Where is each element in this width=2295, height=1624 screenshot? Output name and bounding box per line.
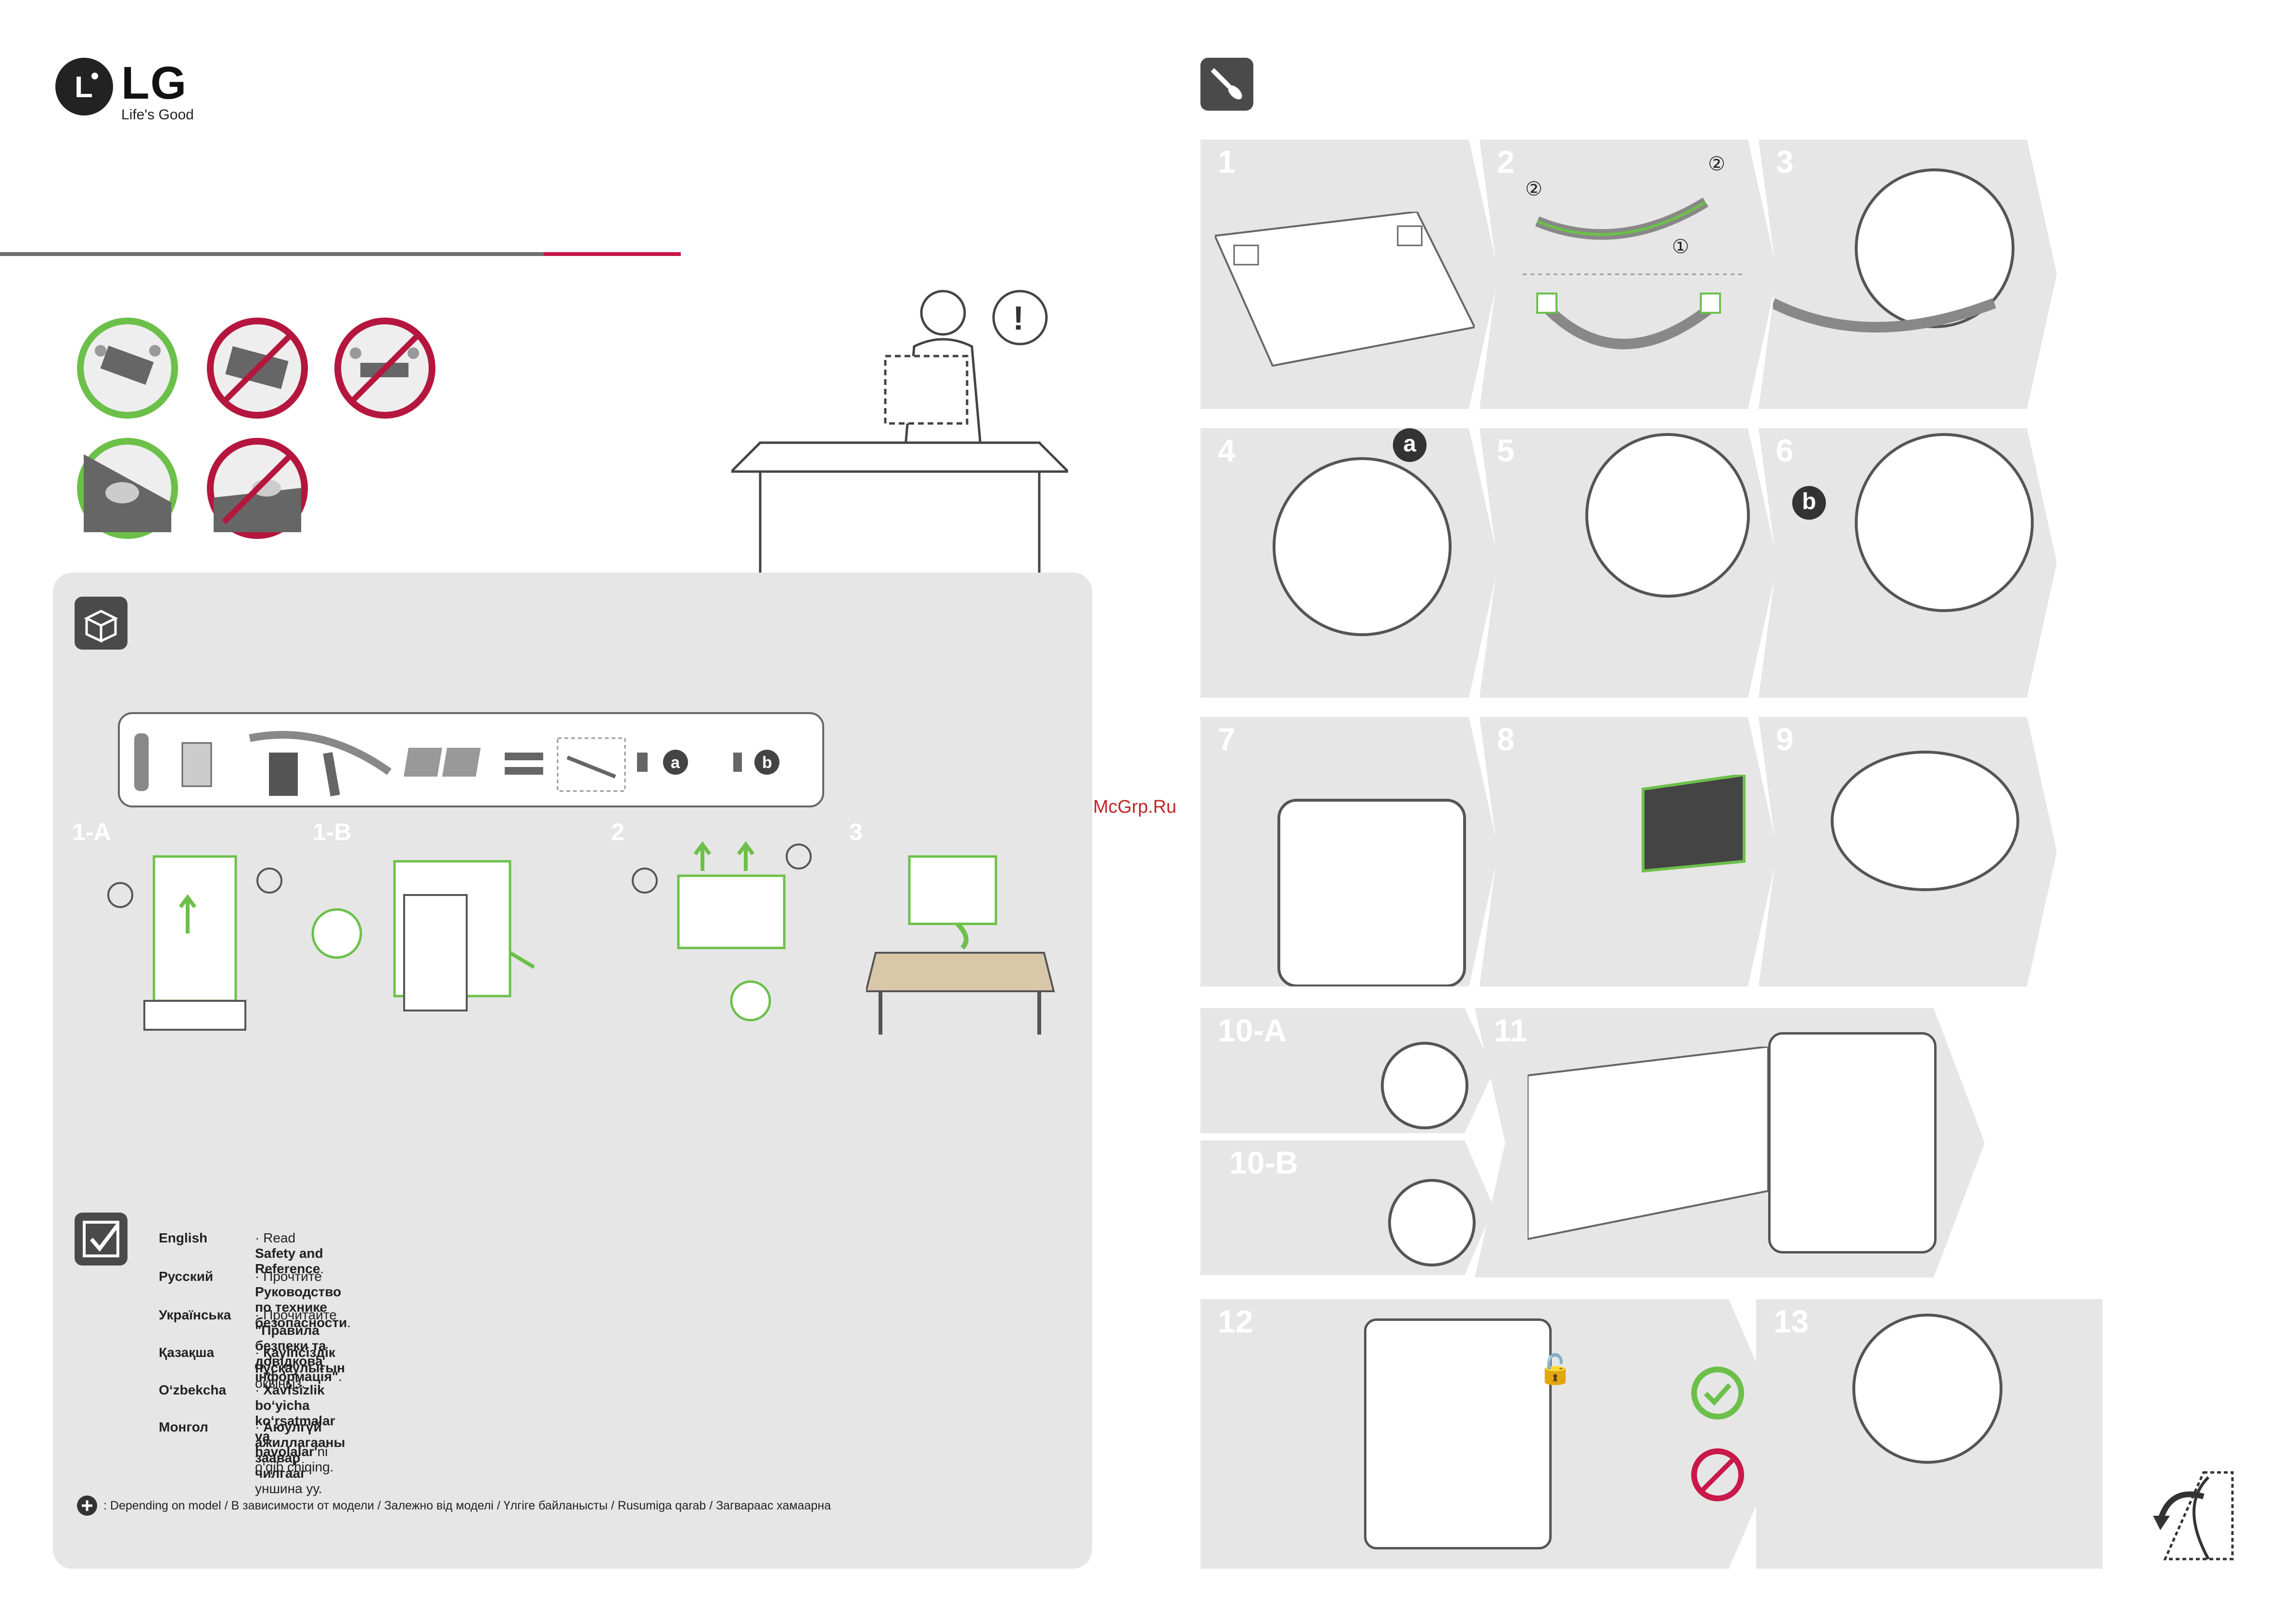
handling-wrong-carry-horizontal xyxy=(334,318,435,419)
checklist-icon xyxy=(75,1213,128,1266)
assembly-step-12: 12 🔓 xyxy=(1200,1299,1787,1569)
step2-callout-bottom: ① xyxy=(1672,236,1689,257)
package-icon xyxy=(75,597,128,650)
page-turn-icon xyxy=(2151,1468,2237,1566)
assembly-step-7: 7 xyxy=(1200,717,1499,986)
assembly-step-3: 3 xyxy=(1759,140,2057,409)
unbox-illustration-2 xyxy=(625,837,828,1042)
step6-badge-b: b xyxy=(1792,486,1826,520)
assembly-step-2: 2 ② ② ① xyxy=(1479,140,1778,409)
handling-correct-grip xyxy=(77,438,178,539)
header-rule-accent xyxy=(544,252,681,256)
assembly-step-6: 6 b xyxy=(1759,428,2057,698)
assembly-step-10a: 10-A xyxy=(1200,1008,1494,1133)
assembly-step-13: 13 xyxy=(1756,1299,2103,1569)
prohibited-icon xyxy=(1691,1448,1744,1501)
unbox-illustration-3 xyxy=(865,837,1068,1042)
assembly-step-4: 4 a xyxy=(1200,428,1499,698)
unbox-illustration-1a xyxy=(96,837,298,1042)
unbox-illustration-1b xyxy=(308,837,577,1042)
unbox-step-2: 2 xyxy=(611,818,625,845)
handling-wrong-press-screen xyxy=(207,438,308,539)
parts-badge-a: a xyxy=(671,754,680,772)
step4-badge-a: a xyxy=(1393,428,1427,462)
assembly-step-1: 1 xyxy=(1200,140,1499,409)
lg-logo-icon: L xyxy=(55,58,113,115)
correct-check-icon xyxy=(1691,1367,1744,1419)
exclamation-icon: ! xyxy=(1013,299,1024,337)
model-footnote: : Depending on model / В зависимости от … xyxy=(103,1499,831,1512)
brand-tagline: Life's Good xyxy=(121,107,194,123)
assembly-step-8: 8 xyxy=(1479,717,1778,986)
unbox-step-1a: 1-A xyxy=(72,818,111,845)
watermark: McGrp.Ru xyxy=(1093,797,1177,817)
parts-list: a b xyxy=(118,712,824,807)
unbox-step-3: 3 xyxy=(849,818,863,845)
parts-badge-b: b xyxy=(762,754,772,772)
handling-wrong-carry-flat xyxy=(207,318,308,419)
unbox-step-1b: 1-B xyxy=(313,818,352,845)
brand-name: LG xyxy=(121,57,188,109)
plus-icon xyxy=(77,1496,97,1516)
handling-correct-carry xyxy=(77,318,178,419)
assembly-step-5: 5 xyxy=(1479,428,1778,698)
screwdriver-icon xyxy=(1200,58,1253,111)
assembly-step-10b: 10-B xyxy=(1200,1140,1494,1275)
assembly-step-9: 9 xyxy=(1759,717,2057,986)
svg-text:L: L xyxy=(75,71,93,104)
step2-callout-right: ② xyxy=(1708,153,1725,175)
header-rule xyxy=(0,252,544,256)
unlock-icon: 🔓 xyxy=(1537,1353,1573,1385)
assembly-step-11: 11 xyxy=(1475,1008,1985,1278)
step2-callout-left: ② xyxy=(1525,179,1543,200)
